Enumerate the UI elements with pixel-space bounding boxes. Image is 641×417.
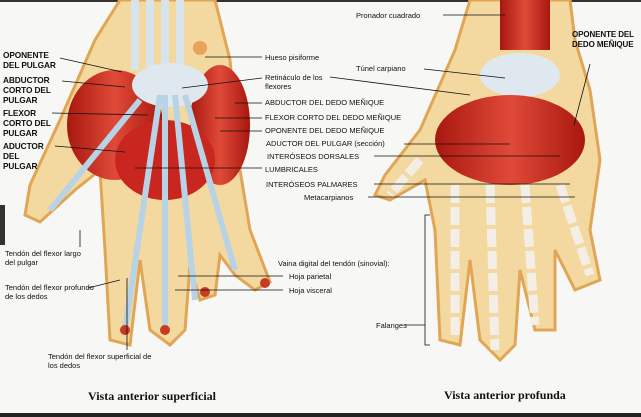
label-falanges: Falanges <box>376 321 407 330</box>
side-tab <box>0 205 5 245</box>
label-hueso-pisiforme: Hueso pisiforme <box>265 53 320 62</box>
label-lumbricales: LUMBRICALES <box>265 165 318 174</box>
fingertip-marker <box>260 278 270 288</box>
label-hoja-visceral: Hoja visceral <box>289 286 332 295</box>
metacarpals-phalanges <box>386 157 595 351</box>
label-tendon-flexor-largo-pulgar: Tendón del flexor largo del pulgar <box>5 249 81 267</box>
label-pronador-cuadrado: Pronador cuadrado <box>356 11 421 20</box>
deep-palm-muscles <box>435 95 585 185</box>
bottom-border <box>0 413 641 417</box>
label-abductor-menique: ABDUCTOR DEL DEDO MEÑIQUE <box>265 98 385 107</box>
label-metacarpianos: Metacarpianos <box>304 193 354 202</box>
label-hoja-parietal: Hoja parietal <box>289 272 332 281</box>
label-oponente-pulgar: OPONENTE DEL PULGAR <box>3 50 56 70</box>
fingertip-marker <box>120 325 130 335</box>
wrist-tendons <box>131 0 184 70</box>
label-oponente-menique-center: OPONENTE DEL DEDO MEÑIQUE <box>265 126 385 135</box>
pisiform-bone <box>193 41 207 55</box>
label-oponente-menique-right: OPONENTE DEL DEDO MEÑIQUE <box>572 30 634 49</box>
left-hand-superficial <box>23 0 272 347</box>
label-aductor-pulgar: ADUCTOR DEL PULGAR <box>3 141 44 171</box>
fingertip-marker <box>160 325 170 335</box>
label-flexor-corto-menique: FLEXOR CORTO DEL DEDO MEÑIQUE <box>265 113 402 122</box>
fingertip-marker <box>200 287 210 297</box>
right-hand-deep <box>372 0 602 363</box>
leader-lines <box>51 14 591 350</box>
label-flexor-corto-pulgar: FLEXOR CORTO DEL PULGAR <box>3 108 51 138</box>
label-interoseos-dorsales: INTERÓSEOS DORSALES <box>267 152 360 161</box>
left-view-title: Vista anterior superficial <box>88 389 216 403</box>
pronator-quadratus <box>500 0 550 50</box>
label-vaina-digital: Vaina digital del tendón (sinovial): <box>278 259 390 268</box>
label-tendon-flexor-profundo: Tendón del flexor profundo de los dedos <box>5 283 94 301</box>
right-view-title: Vista anterior profunda <box>444 388 566 402</box>
label-abductor-corto-pulgar: ABDUCTOR CORTO DEL PULGAR <box>3 75 51 105</box>
label-tendon-flexor-superficial: Tendón del flexor superficial de los ded… <box>48 352 152 370</box>
label-tunel-carpiano: Túnel carpiano <box>356 64 406 73</box>
label-retinaculo: Retináculo de los flexores <box>265 73 323 91</box>
carpal-tunnel <box>480 53 560 97</box>
top-border <box>0 0 641 2</box>
flexor-retinaculum <box>132 63 208 107</box>
label-interoseos-palmares: INTERÓSEOS PALMARES <box>266 180 358 189</box>
label-aductor-pulgar-seccion: ADUCTOR DEL PULGAR (sección) <box>266 139 385 148</box>
finger-tendons <box>47 94 238 331</box>
